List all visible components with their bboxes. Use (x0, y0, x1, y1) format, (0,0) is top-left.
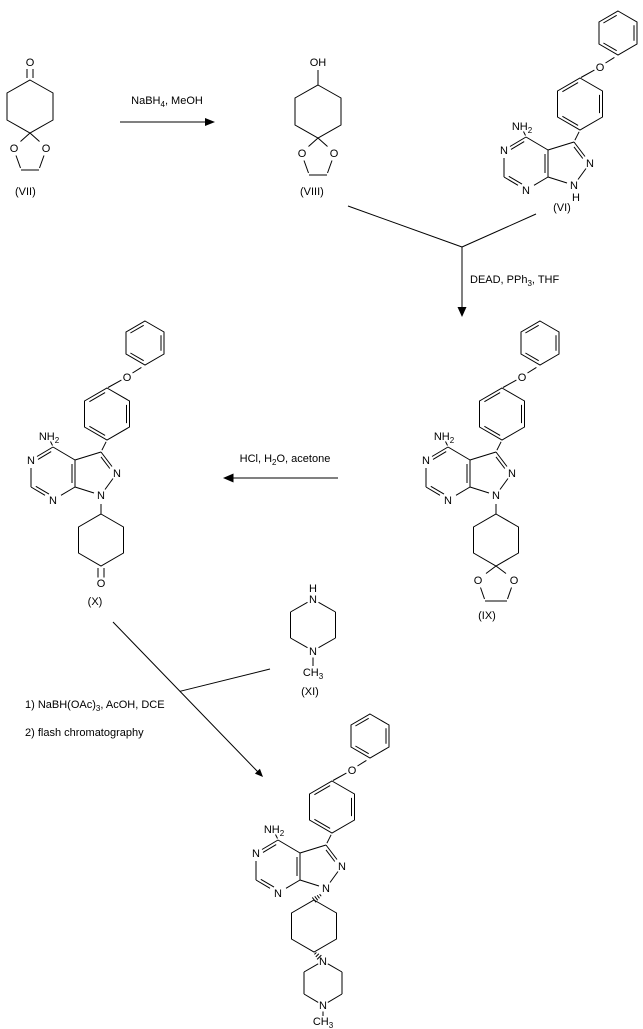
pyrazole-n1-nitrogen-label: N (322, 883, 330, 895)
ether-oxygen-label: O (518, 372, 527, 384)
compound-ix: O NH2 N N N (422, 320, 560, 622)
pyrazole-nitrogen-label: N (113, 468, 121, 480)
compound-vii-label: (VII) (15, 186, 36, 198)
reagent-step3: HCl, H2O, acetone (240, 453, 331, 467)
methyl-label: CH3 (303, 667, 324, 681)
pyrimidine-nitrogen-label: N (444, 495, 452, 507)
ether-oxygen-label: O (348, 765, 357, 777)
piperazine-nh-hydrogen-label: H (309, 583, 317, 595)
reagent-step4-line1: 1) NaBH(OAc)3, AcOH, DCE (25, 699, 165, 713)
reaction-arrow-step1 (120, 118, 215, 126)
reagent-step1: NaBH4, MeOH (131, 95, 203, 109)
reaction-arrow-step3 (223, 473, 338, 483)
compound-x: O NH2 N N N (27, 320, 165, 608)
compound-xi: H N N CH3 (XI) (290, 583, 336, 698)
pyrimidine-nitrogen-label: N (274, 888, 282, 900)
arrowhead (205, 118, 215, 126)
pyrazole-nh-nitrogen-label: N (570, 180, 578, 192)
pyrazole-nh-hydrogen-label: H (572, 192, 580, 204)
compound-vi: O NH2 N N N (500, 10, 638, 214)
pyrazole-nitrogen-label: N (586, 158, 594, 170)
piperazine-ring (303, 963, 343, 1003)
amine-label: NH2 (512, 121, 533, 135)
reagent-step2: DEAD, PPh3, THF (470, 274, 559, 288)
cyclohexanone-ring (78, 513, 124, 578)
pyrazole-n1-nitrogen-label: N (492, 490, 500, 502)
piperazine-ring (290, 601, 336, 649)
pyrazole-ring (74, 451, 114, 494)
final-product: O NH2 N N N (252, 713, 390, 1029)
compound-x-label: (X) (88, 596, 103, 608)
piperazine-n-methyl-nitrogen-label: N (319, 1000, 327, 1012)
pyrazole-ring (547, 141, 587, 184)
pyrimidine-nitrogen-label: N (49, 495, 57, 507)
arrowhead (223, 473, 234, 483)
ether-oxygen-label: O (123, 372, 132, 384)
dioxolane-oxygen-left-label: O (474, 575, 483, 587)
dioxolane-oxygen-right-label: O (42, 143, 51, 155)
compound-xi-label: (XI) (301, 686, 319, 698)
benzene-ring-middle (479, 387, 525, 441)
pyrimidine-nitrogen-label: N (522, 185, 530, 197)
pyrazole-ring (299, 844, 339, 887)
compound-viii: OH O O (VIII) (294, 57, 342, 198)
compound-viii-label: (VIII) (300, 186, 324, 198)
amine-label: NH2 (39, 431, 60, 445)
pyrimidine-nitrogen-label: N (27, 455, 35, 467)
arrowhead (457, 307, 467, 317)
ketone-double-bond (26, 69, 34, 78)
dioxolane-oxygen-right-label: O (330, 148, 339, 160)
reaction-arrow-step2 (347, 205, 537, 317)
pyrimidine-ring (30, 446, 76, 496)
dioxolane-oxygen-left-label: O (10, 143, 19, 155)
pyrazole-n1-nitrogen-label: N (97, 490, 105, 502)
cyclohexane-ring (473, 513, 519, 567)
amine-label: NH2 (264, 824, 285, 838)
cyclohexane-ring (291, 899, 337, 953)
benzene-ring-middle (309, 780, 355, 834)
dioxolane-ring (480, 565, 512, 602)
methyl-label: CH3 (313, 1016, 334, 1029)
cyclohexane-ring (294, 84, 342, 139)
ether-oxygen-label: O (596, 62, 605, 74)
piperazine-nh-nitrogen-label: N (309, 594, 317, 606)
pyrimidine-ring (255, 839, 301, 889)
pyrimidine-nitrogen-label: N (252, 848, 260, 860)
arrowhead (254, 768, 263, 777)
pyrimidine-ring (503, 136, 549, 186)
ketone-oxygen-label: O (26, 57, 35, 69)
amine-label: NH2 (434, 431, 455, 445)
benzene-ring-top (125, 320, 165, 366)
pyrazole-nitrogen-label: N (508, 468, 516, 480)
compound-vii: O O O (VII) (6, 57, 54, 198)
dioxolane-oxygen-right-label: O (510, 575, 519, 587)
piperazine-nitrogen-label: N (319, 956, 327, 968)
dioxolane-ring (15, 132, 45, 171)
pyrimidine-nitrogen-label: N (500, 145, 508, 157)
benzene-ring-top (598, 10, 638, 56)
reaction-arrow-step4 (112, 621, 271, 777)
dioxolane-ring (303, 137, 333, 176)
benzene-ring-top (520, 320, 560, 366)
hydroxyl-label: OH (310, 57, 327, 69)
benzene-ring-middle (557, 77, 603, 131)
pyrazole-nitrogen-label: N (338, 861, 346, 873)
dioxolane-oxygen-left-label: O (298, 148, 307, 160)
pyrazole-ring (469, 451, 509, 494)
pyrimidine-ring (425, 446, 471, 496)
benzene-ring-middle (84, 387, 130, 441)
reagent-step4-line2: 2) flash chromatography (25, 727, 144, 739)
hashed-wedge-bond-n1-cyclohexyl (311, 893, 322, 903)
cyclohexane-ring (6, 79, 54, 134)
benzene-ring-top (350, 713, 390, 759)
compound-vi-label: (VI) (553, 202, 571, 214)
hashed-wedge-bond-cyclohexyl-piperazine (314, 952, 322, 960)
ketone-oxygen-label: O (97, 578, 106, 590)
compound-ix-label: (IX) (478, 610, 496, 622)
pyrimidine-nitrogen-label: N (422, 455, 430, 467)
piperazine-n-methyl-nitrogen-label: N (309, 646, 317, 658)
